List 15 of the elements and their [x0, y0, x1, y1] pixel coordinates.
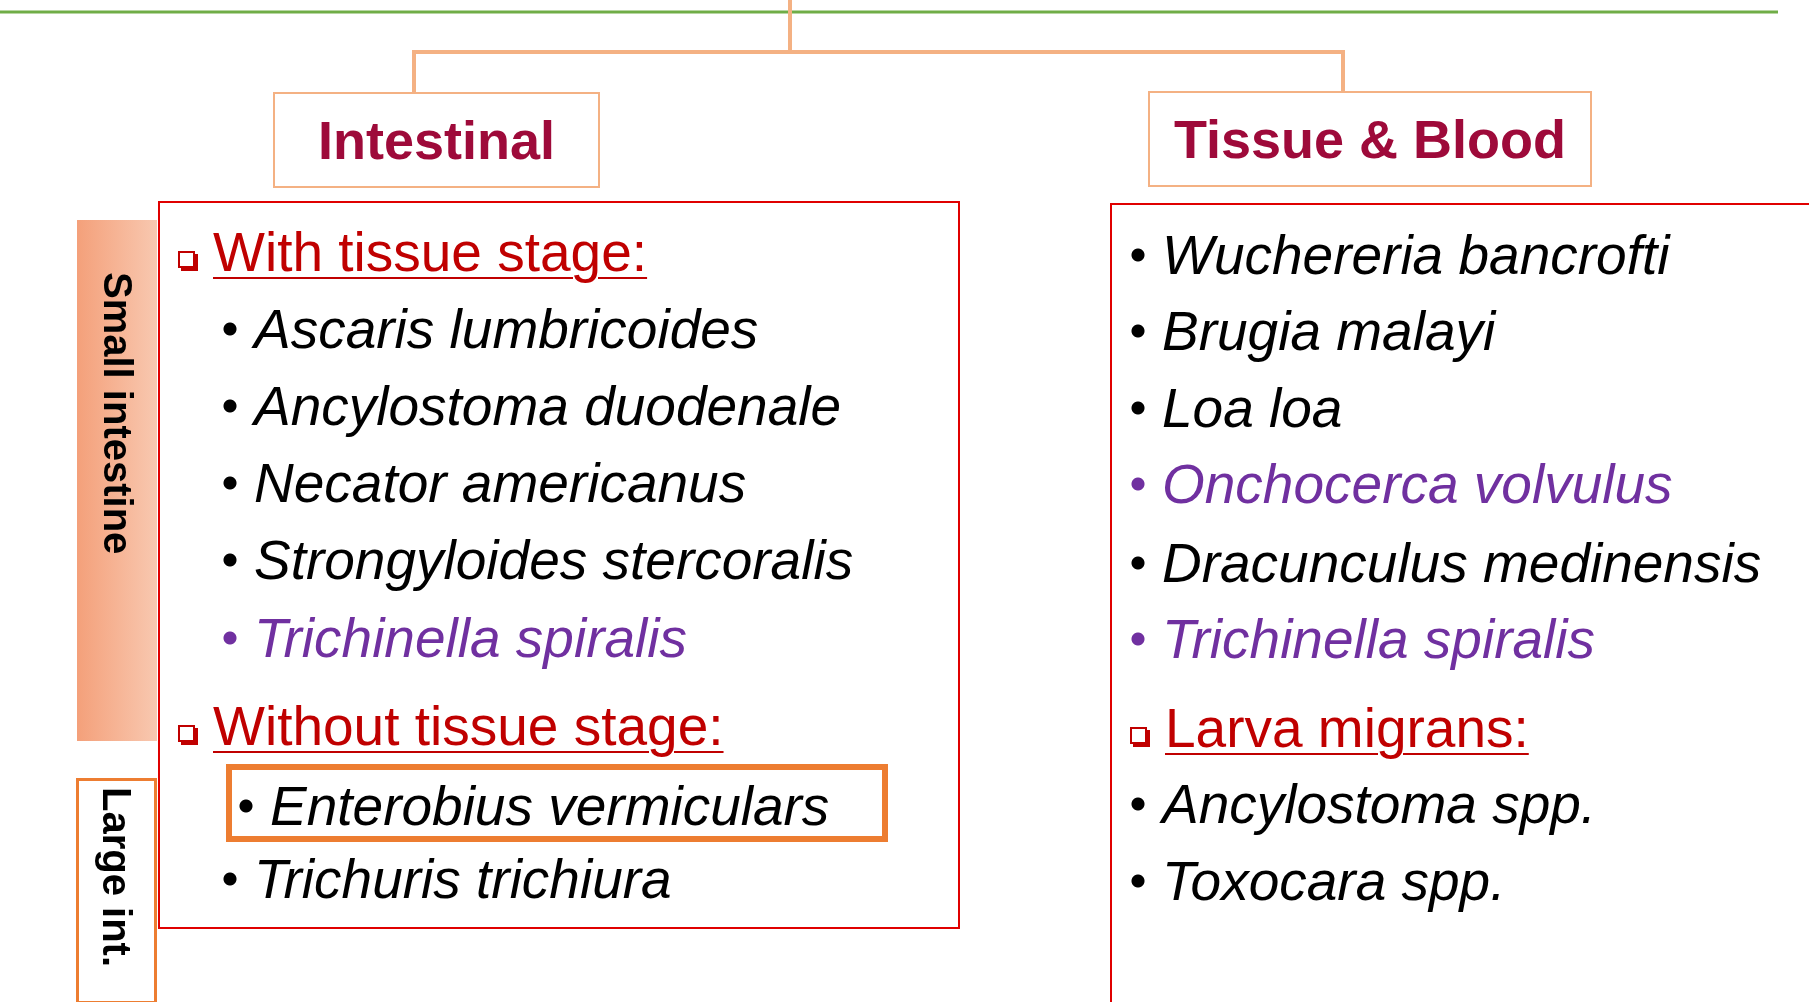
- section-band: [76, 778, 157, 1002]
- connector-line: [788, 0, 1345, 91]
- category-box: [1148, 91, 1592, 187]
- list-panel: [1110, 203, 1809, 1002]
- category-title: Tissue & Blood: [1173, 108, 1567, 170]
- category-title: Intestinal: [317, 109, 555, 171]
- list-heading: With tissue stage:: [213, 220, 648, 284]
- list-heading: Larva migrans:: [1165, 696, 1529, 760]
- band-label: Small intestine: [94, 271, 140, 555]
- list-panel: [158, 201, 960, 929]
- highlight-box: [226, 764, 888, 842]
- list-heading: Without tissue stage:: [213, 694, 724, 758]
- section-band: [77, 220, 157, 741]
- band-label: Large int.: [94, 786, 139, 968]
- category-box: [273, 92, 600, 188]
